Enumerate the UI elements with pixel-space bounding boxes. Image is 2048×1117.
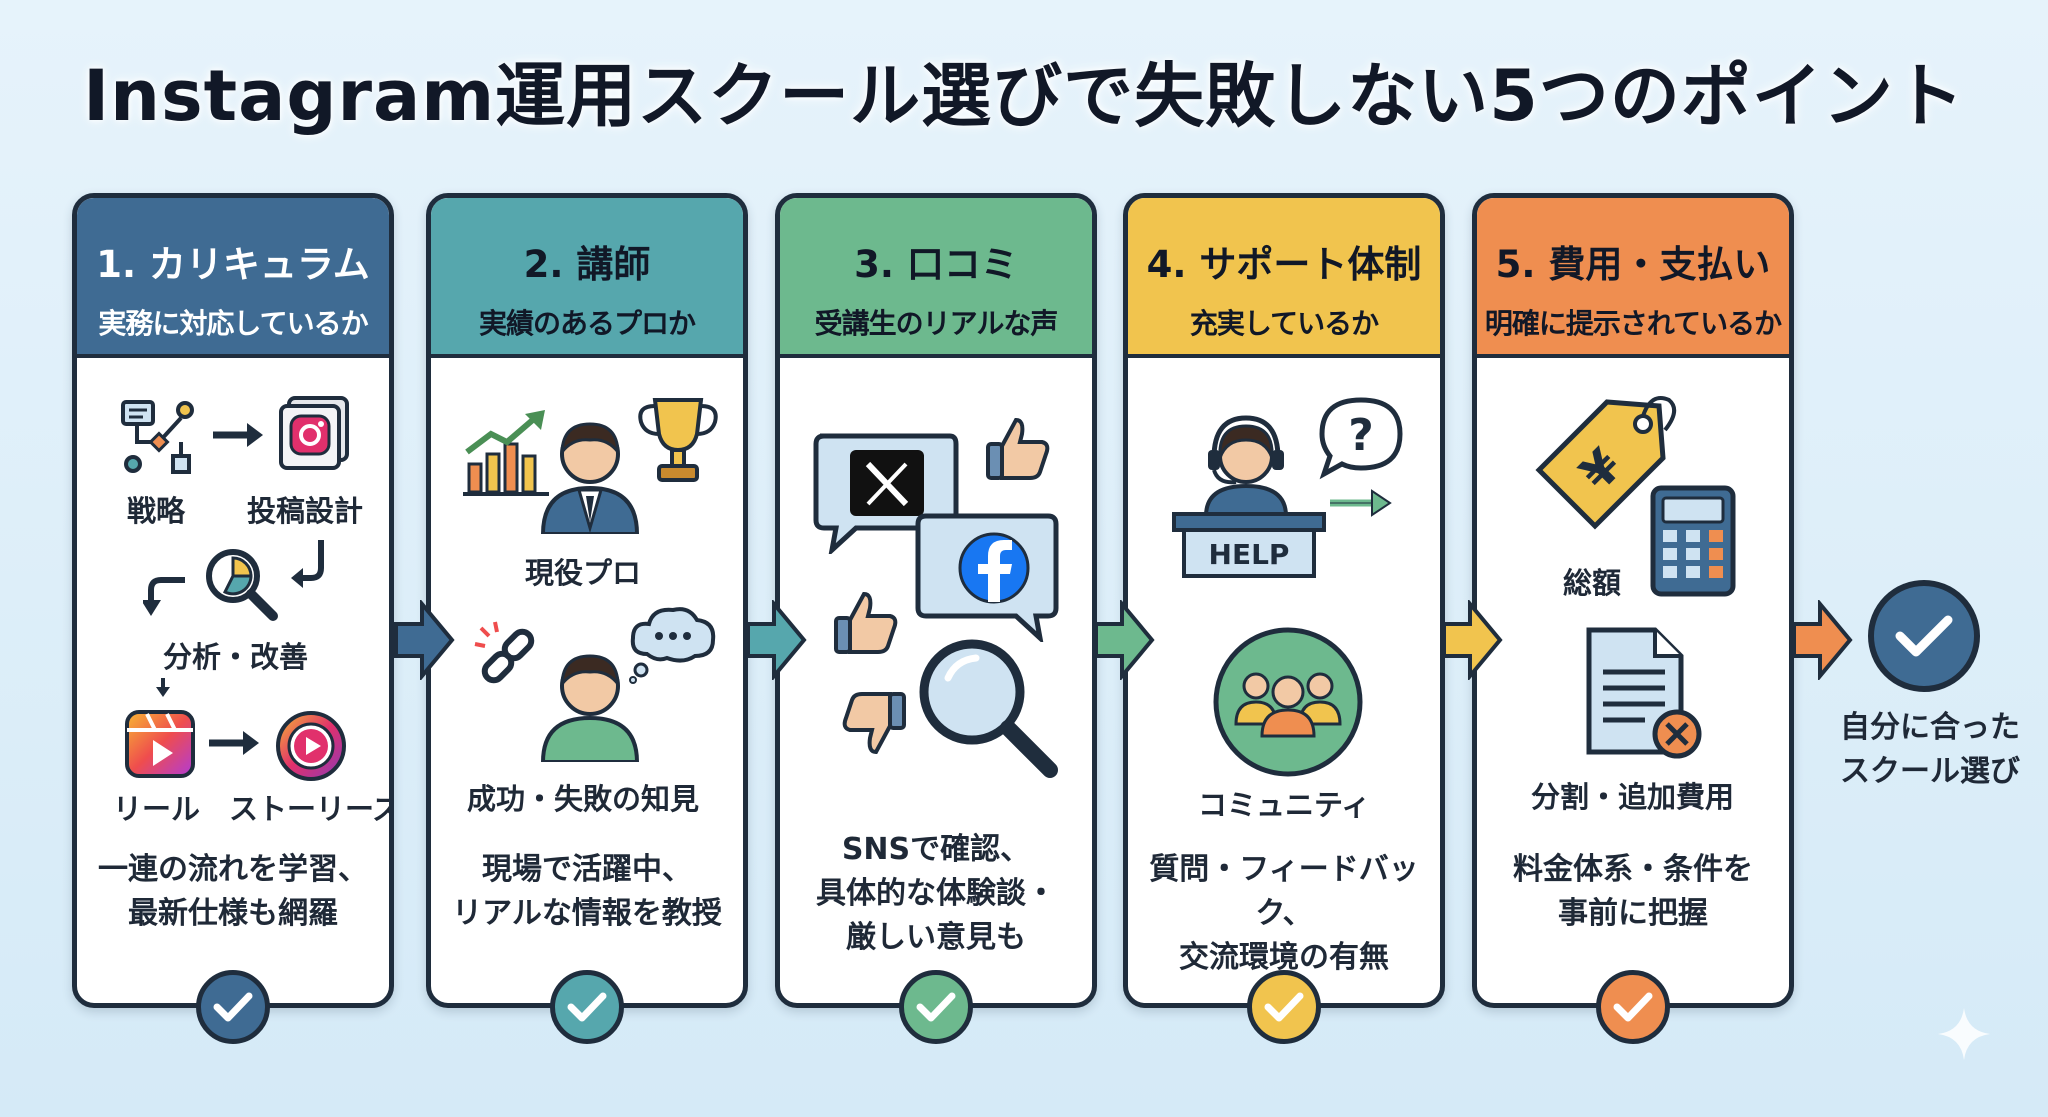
card-title: 4. サポート体制 (1146, 243, 1422, 286)
card-header: 2. 講師 実績のあるプロか (431, 198, 743, 358)
trophy-icon (638, 398, 718, 482)
community-icon (1213, 627, 1363, 777)
card-subtitle: 明確に提示されているか (1484, 307, 1782, 340)
label-strategy: 戦略 (127, 494, 186, 528)
card-curriculum: 1. カリキュラム 実務に対応しているか 戦略 投稿設計 (72, 193, 394, 1008)
search-magnifier-icon (919, 639, 1058, 778)
card-title: 3. 口コミ (854, 243, 1018, 286)
strategy-flow-icon (121, 400, 194, 474)
card-support: 4. サポート体制 充実しているか HELP ? (1123, 193, 1445, 1008)
question-bubble-icon: ? (1319, 397, 1403, 480)
label-installment: 分割・追加費用 (1531, 780, 1735, 814)
svg-text:?: ? (1348, 410, 1374, 461)
thumbs-up-icon (834, 591, 898, 654)
check-icon (1247, 970, 1321, 1044)
card-header: 1. カリキュラム 実務に対応しているか (77, 198, 389, 358)
arrow-right-icon (209, 731, 259, 755)
arrow-right-icon (1792, 600, 1853, 680)
reel-icon (125, 710, 195, 778)
card-subtitle: 実務に対応しているか (98, 307, 368, 340)
help-sign-label: HELP (1209, 538, 1290, 571)
label-community: コミュニティ (1198, 788, 1371, 822)
thinking-person-icon (540, 654, 640, 762)
instagram-post-icon (279, 396, 349, 470)
thumbs-down-icon (842, 692, 906, 755)
check-icon (196, 970, 270, 1044)
stories-icon (276, 711, 346, 781)
label-post-design: 投稿設計 (247, 494, 364, 528)
card-header: 5. 費用・支払い 明確に提示されているか (1477, 198, 1789, 358)
arrow-curve-icon (143, 577, 185, 616)
sparkle-icon (1938, 1008, 1990, 1060)
card-instructor: 2. 講師 実績のあるプロか 現役プロ (426, 193, 748, 1008)
page-title: Instagram運用スクール選びで失敗しない5つのポイント (83, 55, 1965, 137)
card-subtitle: 受講生のリアルな声 (814, 307, 1059, 340)
calculator-icon (1650, 485, 1736, 597)
label-active-pro: 現役プロ (525, 556, 642, 590)
card-subtitle: 充実しているか (1189, 307, 1379, 340)
card-description: SNSで確認、 具体的な体験談・ 厳しい意見も (816, 832, 1056, 955)
label-analysis: 分析・改善 (163, 640, 309, 674)
arrow-right-icon (1442, 600, 1503, 680)
check-icon (1596, 970, 1670, 1044)
card-description: 料金体系・条件を 事前に把握 (1513, 852, 1753, 931)
card-cost: 5. 費用・支払い 明確に提示されているか ¥ 総額 (1472, 193, 1794, 1008)
document-cancel-icon (1586, 627, 1702, 759)
arrow-right-icon (394, 600, 455, 680)
growth-chart-icon (463, 410, 549, 496)
card-description: 一連の流れを学習、 最新仕様も網羅 (98, 852, 368, 931)
arrow-right-icon (213, 423, 263, 447)
card-title: 2. 講師 (523, 243, 651, 286)
arrow-right-icon (1094, 600, 1155, 680)
arrow-right-icon (746, 600, 807, 680)
label-knowledge: 成功・失敗の知見 (467, 782, 700, 816)
arrow-curve-icon (291, 540, 324, 588)
analysis-magnifier-icon (206, 549, 278, 621)
check-icon (550, 970, 624, 1044)
thought-bubble-icon (629, 607, 716, 684)
facebook-bubble-icon (915, 513, 1059, 642)
card-title: 5. 費用・支払い (1495, 243, 1771, 286)
check-icon (899, 970, 973, 1044)
expert-person-icon (540, 422, 640, 534)
arrow-down-icon (156, 678, 170, 697)
broken-link-icon (474, 621, 535, 684)
card-description: 現場で活躍中、 リアルな情報を教授 (452, 852, 722, 931)
label-reels: リール (113, 792, 201, 826)
yen-tag-icon: ¥ (1535, 396, 1677, 530)
card-title: 1. カリキュラム (96, 243, 370, 286)
label-stories: ストーリーズ (229, 792, 394, 826)
goal-text: 自分に合った スクール選び (1840, 710, 2020, 789)
thumbs-up-icon (986, 417, 1050, 480)
label-total: 総額 (1563, 566, 1622, 600)
arrow-right-icon (1330, 489, 1392, 517)
support-agent-icon: HELP (1172, 415, 1326, 578)
card-header: 3. 口コミ 受講生のリアルな声 (780, 198, 1092, 358)
card-subtitle: 実績のあるプロか (478, 307, 696, 340)
card-description: 質問・フィードバック、 交流環境の有無 (1149, 852, 1419, 975)
goal-check-icon (1868, 580, 1980, 692)
card-header: 4. サポート体制 充実しているか (1128, 198, 1440, 358)
card-reviews: 3. 口コミ 受講生のリアルな声 (775, 193, 1097, 1008)
